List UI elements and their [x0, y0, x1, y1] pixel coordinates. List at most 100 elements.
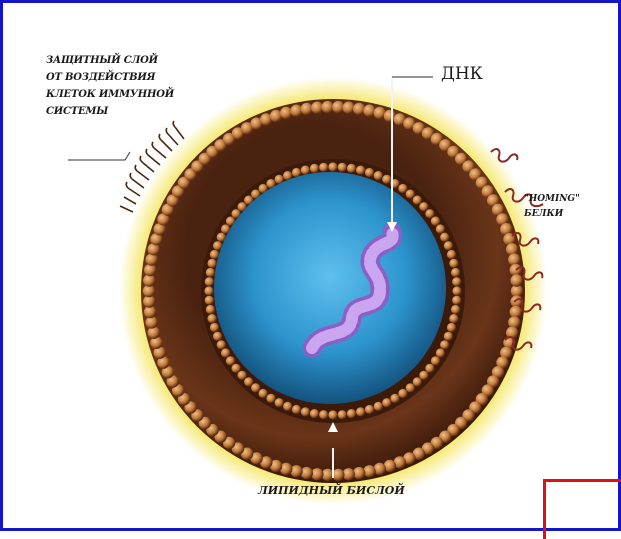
inner-lipid-head	[217, 340, 226, 349]
outer-lipid-head	[146, 253, 158, 265]
inner-lipid-head	[338, 163, 347, 172]
inner-lipid-head	[419, 371, 428, 380]
inner-lipid-head	[440, 233, 449, 242]
inner-lipid-head	[419, 202, 428, 211]
homing-proteins-line-2: БЕЛКИ	[524, 207, 580, 222]
inner-lipid-head	[425, 364, 434, 373]
inner-lipid-head	[251, 383, 260, 392]
inner-lipid-head	[436, 224, 445, 233]
outer-lipid-head	[290, 105, 302, 117]
inner-lipid-head	[238, 371, 247, 380]
outer-lipid-head	[508, 253, 520, 265]
inner-lipid-head	[447, 250, 456, 259]
inner-lipid-head	[319, 163, 328, 172]
inner-lipid-head	[406, 383, 415, 392]
outer-lipid-head	[510, 306, 522, 318]
inner-lipid-head	[310, 409, 319, 418]
inner-lipid-head	[365, 168, 374, 177]
inner-lipid-head	[374, 171, 383, 180]
inner-lipid-head	[301, 166, 310, 175]
protective-layer-line-4: СИСТЕМЫ	[46, 103, 174, 120]
protective-layer-label: ЗАЩИТНЫЙ СЛОЙ ОТ ВОЗДЕЙСТВИЯ КЛЕТОК ИММУ…	[46, 52, 174, 120]
outer-lipid-head	[343, 102, 355, 114]
inner-lipid-head	[205, 277, 214, 286]
inner-lipid-head	[440, 340, 449, 349]
inner-lipid-head	[444, 332, 453, 341]
outer-lipid-head	[280, 107, 292, 119]
outer-lipid-head	[146, 316, 158, 328]
inner-lipid-head	[374, 402, 383, 411]
inner-lipid-head	[449, 314, 458, 323]
inner-lipid-head	[382, 398, 391, 407]
inner-lipid-head	[232, 364, 241, 373]
homing-proteins-label: "HOMING" БЕЛКИ	[524, 192, 580, 222]
inner-lipid-head	[292, 405, 301, 414]
inner-lipid-head	[406, 190, 415, 199]
inner-lipid-head	[208, 314, 217, 323]
outer-lipid-head	[510, 264, 522, 276]
outer-lipid-head	[144, 264, 156, 276]
inner-lipid-head	[398, 184, 407, 193]
inner-lipid-head	[208, 259, 217, 268]
inner-lipid-head	[205, 296, 214, 305]
inner-lipid-head	[398, 389, 407, 398]
inner-lipid-head	[301, 407, 310, 416]
outer-lipid-head	[511, 274, 523, 286]
inner-lipid-head	[244, 377, 253, 386]
inner-lipid-head	[431, 356, 440, 365]
inner-lipid-head	[292, 168, 301, 177]
inner-lipid-head	[204, 286, 213, 295]
inner-lipid-head	[347, 409, 356, 418]
inner-lipid-head	[382, 175, 391, 184]
protective-layer-line-1: ЗАЩИТНЫЙ СЛОЙ	[46, 52, 174, 69]
outer-lipid-head	[374, 463, 386, 475]
inner-lipid-head	[425, 209, 434, 218]
inner-lipid-head	[275, 398, 284, 407]
outer-lipid-head	[322, 101, 334, 113]
inner-lipid-head	[338, 410, 347, 419]
inner-lipid-head	[451, 268, 460, 277]
outer-lipid-head	[148, 327, 160, 339]
lipid-bilayer-label: ЛИПИДНЫЙ БИСЛОЙ	[258, 484, 405, 497]
inner-lipid-head	[213, 332, 222, 341]
inner-lipid-head	[452, 296, 461, 305]
inner-lipid-head	[319, 410, 328, 419]
protective-layer-line-2: ОТ ВОЗДЕЙСТВИЯ	[46, 69, 174, 86]
inner-lipid-head	[226, 356, 235, 365]
inner-lipid-head	[356, 407, 365, 416]
outer-lipid-head	[363, 465, 375, 477]
inner-lipid-head	[206, 268, 215, 277]
protective-layer-line-3: КЛЕТОК ИММУННОЙ	[46, 86, 174, 103]
inner-lipid-head	[390, 394, 399, 403]
outer-lipid-head	[301, 467, 313, 479]
inner-lipid-head	[356, 166, 365, 175]
inner-lipid-head	[210, 323, 219, 332]
outer-lipid-head	[363, 105, 375, 117]
outer-lipid-head	[506, 243, 518, 255]
inner-lipid-head	[452, 277, 461, 286]
inner-lipid-head	[436, 348, 445, 357]
outer-lipid-head	[353, 103, 365, 115]
inner-lipid-head	[347, 164, 356, 173]
inner-lipid-head	[365, 405, 374, 414]
outer-lipid-head	[143, 274, 155, 286]
inner-lipid-head	[444, 241, 453, 250]
inner-lipid-head	[447, 323, 456, 332]
homing-proteins-line-1: "HOMING"	[524, 192, 580, 207]
outer-lipid-head	[311, 468, 323, 480]
inner-lipid-head	[328, 162, 337, 171]
inner-lipid-head	[452, 286, 461, 295]
outer-lipid-head	[144, 306, 156, 318]
inner-lipid-head	[413, 377, 422, 386]
inner-lipid-head	[413, 196, 422, 205]
inner-lipid-head	[266, 394, 275, 403]
dna-label: ДНК	[441, 64, 483, 84]
inner-lipid-head	[328, 410, 337, 419]
outer-lipid-head	[290, 465, 302, 477]
inner-lipid-head	[310, 164, 319, 173]
inner-lipid-head	[431, 217, 440, 226]
inner-lipid-head	[206, 305, 215, 314]
inner-lipid-head	[283, 402, 292, 411]
aqueous-core	[214, 172, 446, 404]
